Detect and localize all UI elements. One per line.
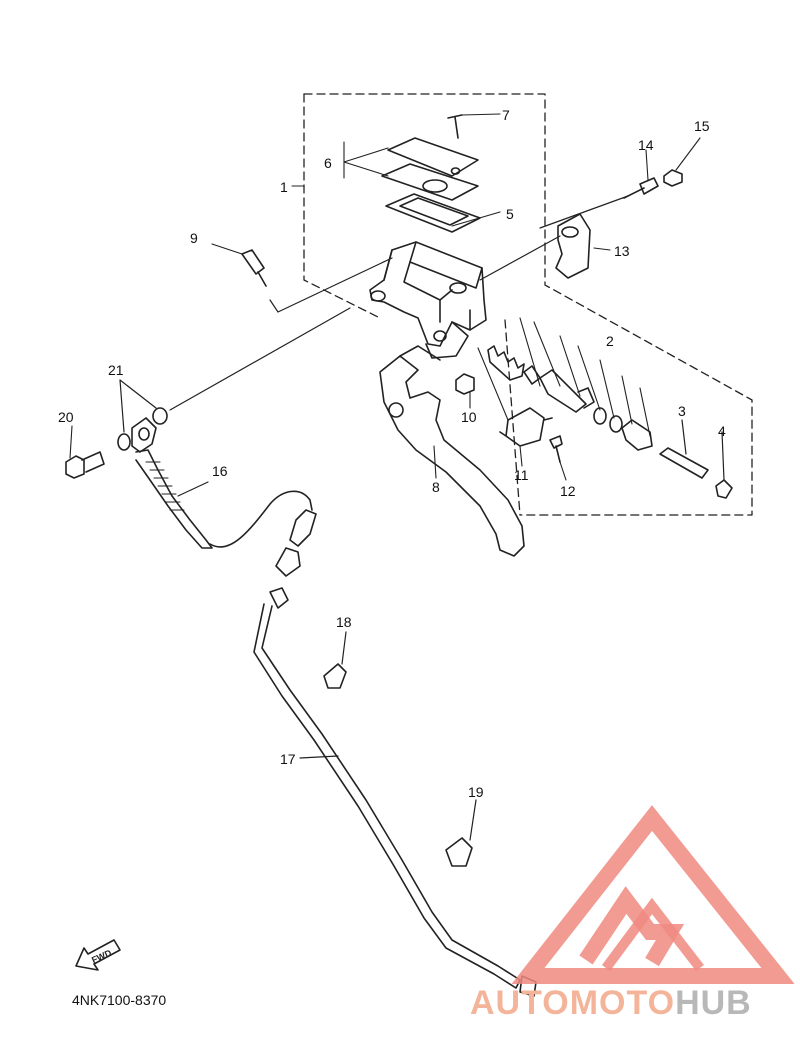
callout-12: 12 <box>560 483 576 499</box>
spring-2 <box>487 345 525 381</box>
watermark-text: AUTOMOTOHUB <box>470 984 752 1023</box>
callout-4: 4 <box>718 423 726 439</box>
callout-14: 14 <box>638 137 654 153</box>
callout-7: 7 <box>502 107 510 123</box>
callout-21: 21 <box>108 362 124 378</box>
callout-15: 15 <box>694 118 710 134</box>
nut-10 <box>455 373 475 395</box>
callout-3: 3 <box>678 403 686 419</box>
callout-9: 9 <box>190 230 198 246</box>
screw-7 <box>447 114 463 139</box>
gasket-5 <box>385 193 481 233</box>
callout-2: 2 <box>606 333 614 349</box>
callout-1: 1 <box>280 179 288 195</box>
callout-16: 16 <box>212 463 228 479</box>
fwd-arrow-icon: FWD <box>74 936 124 977</box>
clamp-18 <box>323 663 347 689</box>
callout-6: 6 <box>324 155 332 171</box>
callout-19: 19 <box>468 784 484 800</box>
clamp-19 <box>445 837 473 867</box>
callout-11: 11 <box>514 467 529 483</box>
callout-10: 10 <box>461 409 477 425</box>
diagram-part-code: 4NK7100-8370 <box>72 992 167 1008</box>
piston <box>539 369 587 413</box>
hose-16-line <box>209 490 313 548</box>
bolt-14 <box>623 177 659 199</box>
lever-8 <box>379 355 525 557</box>
watermark-brand-part2: HUB <box>675 984 752 1022</box>
washer-21a <box>117 433 131 451</box>
assembly-1-dashed-outline <box>303 93 753 516</box>
hose-end-fitting <box>289 509 317 547</box>
banjo-bolt-20 <box>65 451 105 479</box>
assembly-1-dashed-left <box>303 93 381 319</box>
callout-13: 13 <box>614 243 630 259</box>
callout-18: 18 <box>336 614 352 630</box>
bolt-9 <box>241 249 267 287</box>
watermark-logo <box>511 805 795 984</box>
fitting-top <box>269 587 289 609</box>
washer-21b <box>152 407 168 425</box>
boot-4 <box>715 479 733 499</box>
hose-16 <box>135 449 213 549</box>
piston-cup <box>523 365 541 385</box>
clamp-13 <box>555 213 591 279</box>
push-rod-3 <box>659 447 709 479</box>
callout-20: 20 <box>58 409 74 425</box>
cap-6 <box>387 137 479 177</box>
callout-17: 17 <box>280 751 296 767</box>
diaphragm-plate <box>381 163 479 201</box>
retainer <box>621 419 653 451</box>
callout-8: 8 <box>432 479 440 495</box>
nut-15 <box>663 169 683 187</box>
banjo-fitting <box>131 417 157 453</box>
watermark-brand-part1: AUTOMOTO <box>470 984 676 1022</box>
screw-12 <box>549 435 563 463</box>
callout-5: 5 <box>506 206 514 222</box>
